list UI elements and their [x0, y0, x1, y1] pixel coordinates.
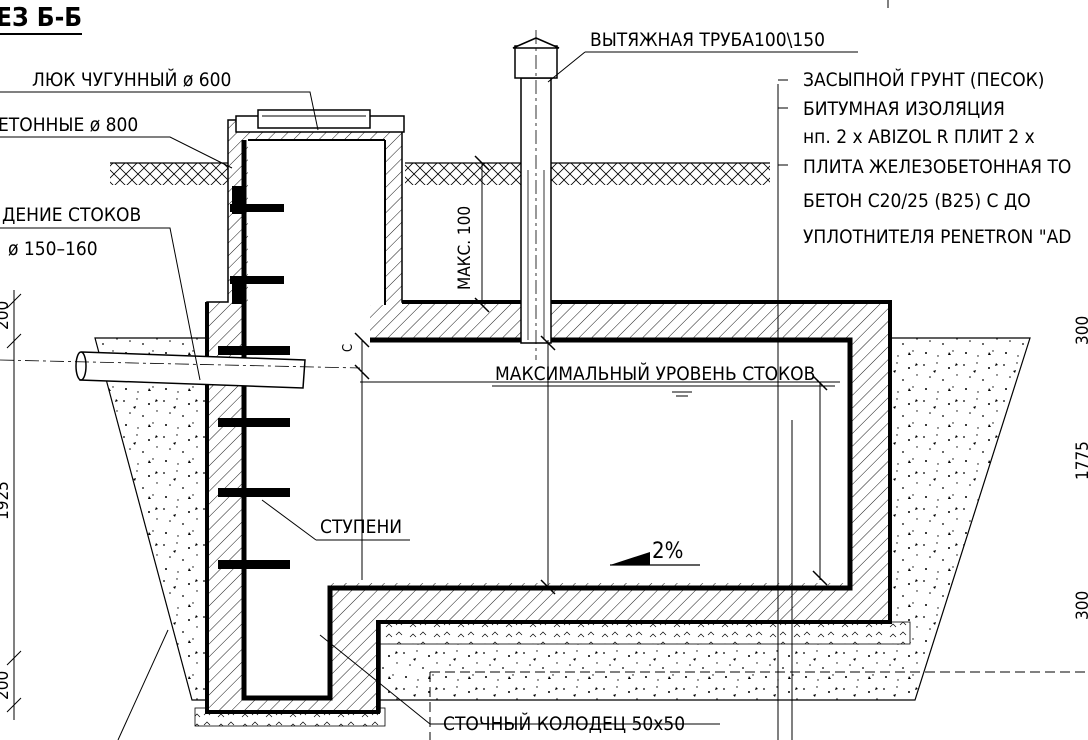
tank-interior	[244, 140, 850, 698]
label-small-c: С	[341, 344, 356, 352]
legend-item-1: БИТУМНАЯ ИЗОЛЯЦИЯ	[803, 98, 1005, 120]
outer-insulation-line	[205, 300, 892, 714]
pipe-axis	[0, 359, 361, 369]
legend-ticks	[778, 79, 788, 166]
legend-item-2: нп. 2 х ABIZOL R ПЛИТ 2 х	[803, 126, 1035, 148]
level-marker	[672, 391, 692, 397]
legend-item-0: ЗАСЫПНОЙ ГРУНТ (ПЕСОК)	[803, 68, 1044, 91]
dim-right-middle: 1775	[1073, 441, 1088, 480]
label-vent-pipe: ВЫТЯЖНАЯ ТРУБА100\150	[590, 29, 825, 51]
dim-left-bottom: 200	[0, 671, 13, 700]
label-hatch: ЛЮК ЧУГУННЫЙ ø 600	[32, 68, 231, 91]
dim-right-bottom: 300	[1073, 591, 1088, 620]
label-max-level: МАКСИМАЛЬНЫЙ УРОВЕНЬ СТОКОВ	[495, 362, 815, 385]
bitumen-insulation-line	[241, 140, 853, 701]
dim-left-top: 200	[0, 301, 13, 330]
label-rings: ЕТОННЫЕ ø 800	[0, 114, 138, 136]
legend-item-4: БЕТОН С20/25 (В25) С ДО	[803, 190, 1031, 212]
leader-lines	[0, 51, 858, 740]
legend-item-3: ПЛИТА ЖЕЛЕЗОБЕТОННАЯ ТО	[803, 156, 1071, 178]
ground-right	[405, 163, 770, 185]
label-sump: СТОЧНЫЙ КОЛОДЕЦ 50х50	[443, 712, 685, 735]
label-steps: СТУПЕНИ	[320, 516, 402, 538]
dim-left-middle: 1925	[0, 481, 13, 520]
label-slope: 2%	[652, 539, 683, 564]
ground-left	[110, 163, 230, 185]
steps	[218, 186, 290, 569]
label-inlet-2: ø 150–160	[8, 238, 98, 260]
dim-right-top: 300	[1073, 316, 1088, 345]
section-title: ЕЗ Б-Б	[0, 3, 82, 33]
left-dimension-chain	[6, 290, 22, 720]
legend-item-5: УПЛОТНИТЕЛЯ PENETRON "AD	[803, 226, 1071, 248]
slope-arrow	[610, 552, 650, 565]
label-max-100: МАКС. 100	[455, 206, 475, 290]
gravel-base	[374, 621, 911, 645]
label-inlet-1: ДЕНИЕ СТОКОВ	[2, 204, 141, 226]
